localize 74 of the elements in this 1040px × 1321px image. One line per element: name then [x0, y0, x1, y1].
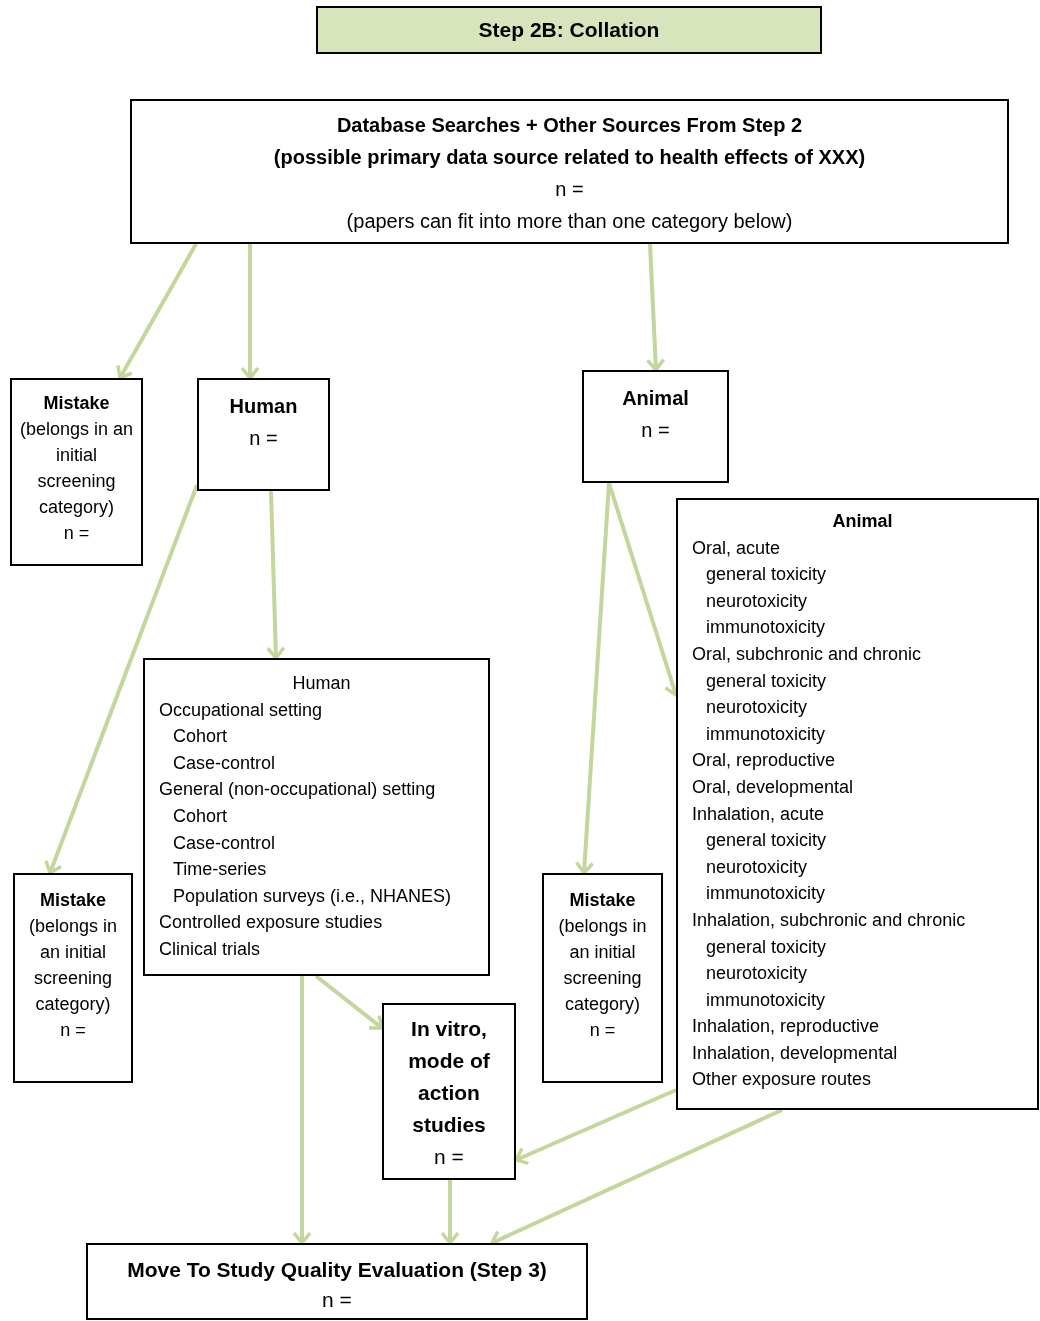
box-heading: Mistake [568, 889, 637, 912]
box-text: general toxicity [705, 669, 828, 693]
box-heading: Mistake [42, 392, 111, 415]
box-text: (belongs in an initial screening category) [18, 418, 135, 519]
mistake-box [10, 378, 143, 566]
box-text: n = [433, 1144, 465, 1170]
arrow [265, 490, 286, 660]
category-box [582, 370, 729, 483]
title-box [316, 6, 822, 54]
box-heading: Step 2B: Collation [477, 17, 661, 43]
box-text: immunotoxicity [705, 616, 827, 640]
box-text: Inhalation, developmental [692, 1041, 899, 1065]
source-box [130, 99, 1009, 244]
box-text: general toxicity [705, 935, 828, 959]
box-heading: Human [228, 394, 299, 419]
box-text: Oral, acute [692, 536, 782, 560]
box-text: general toxicity [705, 829, 828, 853]
box-text: Oral, subchronic and chronic [692, 642, 923, 666]
box-text: Cohort [172, 725, 229, 749]
box-heading: Database Searches + Other Sources From Step 2 [335, 113, 804, 138]
box-text: n = [62, 522, 91, 545]
box-text: Occupational setting [159, 698, 324, 722]
box-text: Case-control [172, 831, 277, 855]
box-text: Cohort [172, 804, 229, 828]
box-text: (belongs in an initial screening category) [27, 915, 119, 1016]
arrow [292, 976, 312, 1245]
box-text: neurotoxicity [705, 855, 809, 879]
box-text: immunotoxicity [705, 882, 827, 906]
human-list-box [143, 658, 490, 976]
box-text: Time-series [172, 858, 268, 882]
box-text: Clinical trials [159, 937, 262, 961]
box-text: Oral, reproductive [692, 749, 837, 773]
box-text: n = [248, 426, 279, 451]
box-text: Inhalation, reproductive [692, 1015, 881, 1039]
box-text: n = [554, 177, 585, 202]
box-text: n = [59, 1019, 87, 1042]
box-heading: Move To Study Quality Evaluation (Step 3) [126, 1257, 548, 1283]
box-text: Other exposure routes [692, 1068, 873, 1092]
arrow [574, 482, 611, 875]
box-text: neurotoxicity [705, 962, 809, 986]
box-text: Inhalation, subchronic and chronic [692, 908, 967, 932]
animal-list-box [676, 498, 1039, 1110]
arrow [440, 1180, 460, 1245]
box-text: Case-control [172, 751, 277, 775]
arrow [44, 484, 199, 875]
box-text: immunotoxicity [705, 722, 827, 746]
arrow [116, 243, 198, 380]
arrow [240, 244, 260, 380]
box-text: neurotoxicity [705, 589, 809, 613]
box-text: Controlled exposure studies [159, 911, 384, 935]
box-text: neurotoxicity [705, 696, 809, 720]
mistake-box [13, 873, 133, 1083]
box-text: Human [291, 672, 352, 695]
box-text: n = [588, 1019, 617, 1042]
box-heading: Animal [621, 386, 690, 411]
arrow [645, 243, 666, 372]
box-text: immunotoxicity [705, 988, 827, 1012]
box-text: Oral, developmental [692, 775, 855, 799]
box-text: (papers can fit into more than one category below) [345, 209, 794, 234]
box-text: general toxicity [705, 563, 828, 587]
box-heading: Mistake [38, 889, 107, 912]
arrow [314, 974, 384, 1030]
box-text: General (non-occupational) setting [159, 778, 437, 802]
mistake-box [542, 873, 663, 1083]
result-box [86, 1243, 588, 1320]
box-heading: Animal [831, 510, 894, 533]
box-heading: (possible primary data source related to health effects of XXX) [272, 145, 867, 170]
box-text: n = [640, 418, 671, 443]
box-text: n = [321, 1287, 353, 1313]
box-text: Population surveys (i.e., NHANES) [172, 884, 453, 908]
category-box [197, 378, 330, 491]
process-box [382, 1003, 516, 1180]
box-text: (belongs in an initial screening category) [557, 915, 648, 1016]
box-text: Inhalation, acute [692, 802, 826, 826]
